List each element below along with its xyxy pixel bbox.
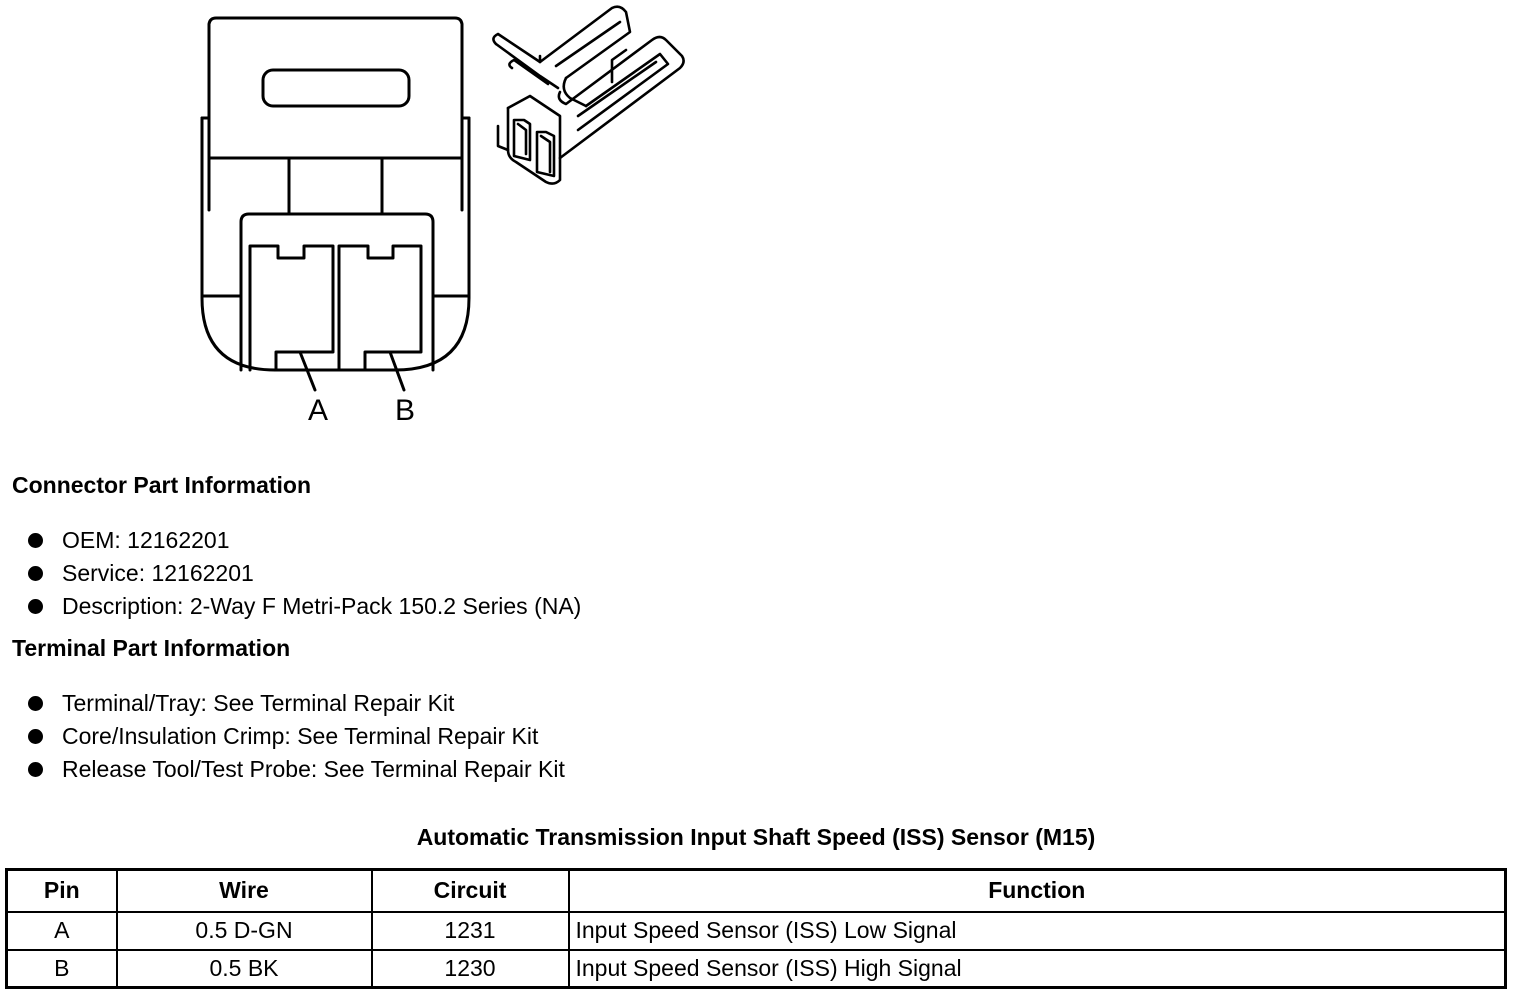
connector-face-drawing bbox=[200, 16, 471, 392]
pin-b-label: B bbox=[395, 394, 415, 427]
connector-info-list: OEM: 12162201 Service: 12162201 Descript… bbox=[28, 524, 581, 623]
terminal-info-heading: Terminal Part Information bbox=[12, 635, 291, 661]
bullet-icon bbox=[28, 533, 43, 548]
connector-diagram: A B bbox=[200, 5, 685, 427]
table-row: B 0.5 BK 1230 Input Speed Sensor (ISS) H… bbox=[5, 948, 1507, 989]
column-header-pin: Pin bbox=[5, 868, 118, 913]
list-item: Service: 12162201 bbox=[28, 557, 581, 590]
list-item: OEM: 12162201 bbox=[28, 524, 581, 557]
pinout-table: Pin Wire Circuit Function A 0.5 D-GN 123… bbox=[5, 868, 1507, 989]
bullet-icon bbox=[28, 696, 43, 711]
column-header-circuit: Circuit bbox=[370, 868, 570, 913]
connector-isometric-drawing bbox=[492, 5, 685, 185]
list-item: Description: 2-Way F Metri-Pack 150.2 Se… bbox=[28, 590, 581, 623]
table-title: Automatic Transmission Input Shaft Speed… bbox=[416, 824, 1096, 850]
function-cell: Input Speed Sensor (ISS) High Signal bbox=[567, 948, 1507, 989]
pin-cell: B bbox=[5, 948, 118, 989]
bullet-icon bbox=[28, 729, 43, 744]
connector-info-heading: Connector Part Information bbox=[12, 472, 312, 498]
table-header-row: Pin Wire Circuit Function bbox=[5, 868, 1507, 913]
column-header-function: Function bbox=[567, 868, 1507, 913]
column-header-wire: Wire bbox=[115, 868, 373, 913]
list-item: Core/Insulation Crimp: See Terminal Repa… bbox=[28, 720, 565, 753]
list-item: Terminal/Tray: See Terminal Repair Kit bbox=[28, 687, 565, 720]
pin-cell: A bbox=[5, 910, 118, 951]
bullet-icon bbox=[28, 566, 43, 581]
bullet-icon bbox=[28, 762, 43, 777]
function-cell: Input Speed Sensor (ISS) Low Signal bbox=[567, 910, 1507, 951]
pin-a-label: A bbox=[308, 394, 328, 427]
list-item: Release Tool/Test Probe: See Terminal Re… bbox=[28, 753, 565, 786]
circuit-cell: 1231 bbox=[370, 910, 570, 951]
wire-cell: 0.5 D-GN bbox=[115, 910, 373, 951]
wire-cell: 0.5 BK bbox=[115, 948, 373, 989]
table-row: A 0.5 D-GN 1231 Input Speed Sensor (ISS)… bbox=[5, 910, 1507, 951]
bullet-icon bbox=[28, 599, 43, 614]
terminal-info-list: Terminal/Tray: See Terminal Repair Kit C… bbox=[28, 687, 565, 786]
circuit-cell: 1230 bbox=[370, 948, 570, 989]
